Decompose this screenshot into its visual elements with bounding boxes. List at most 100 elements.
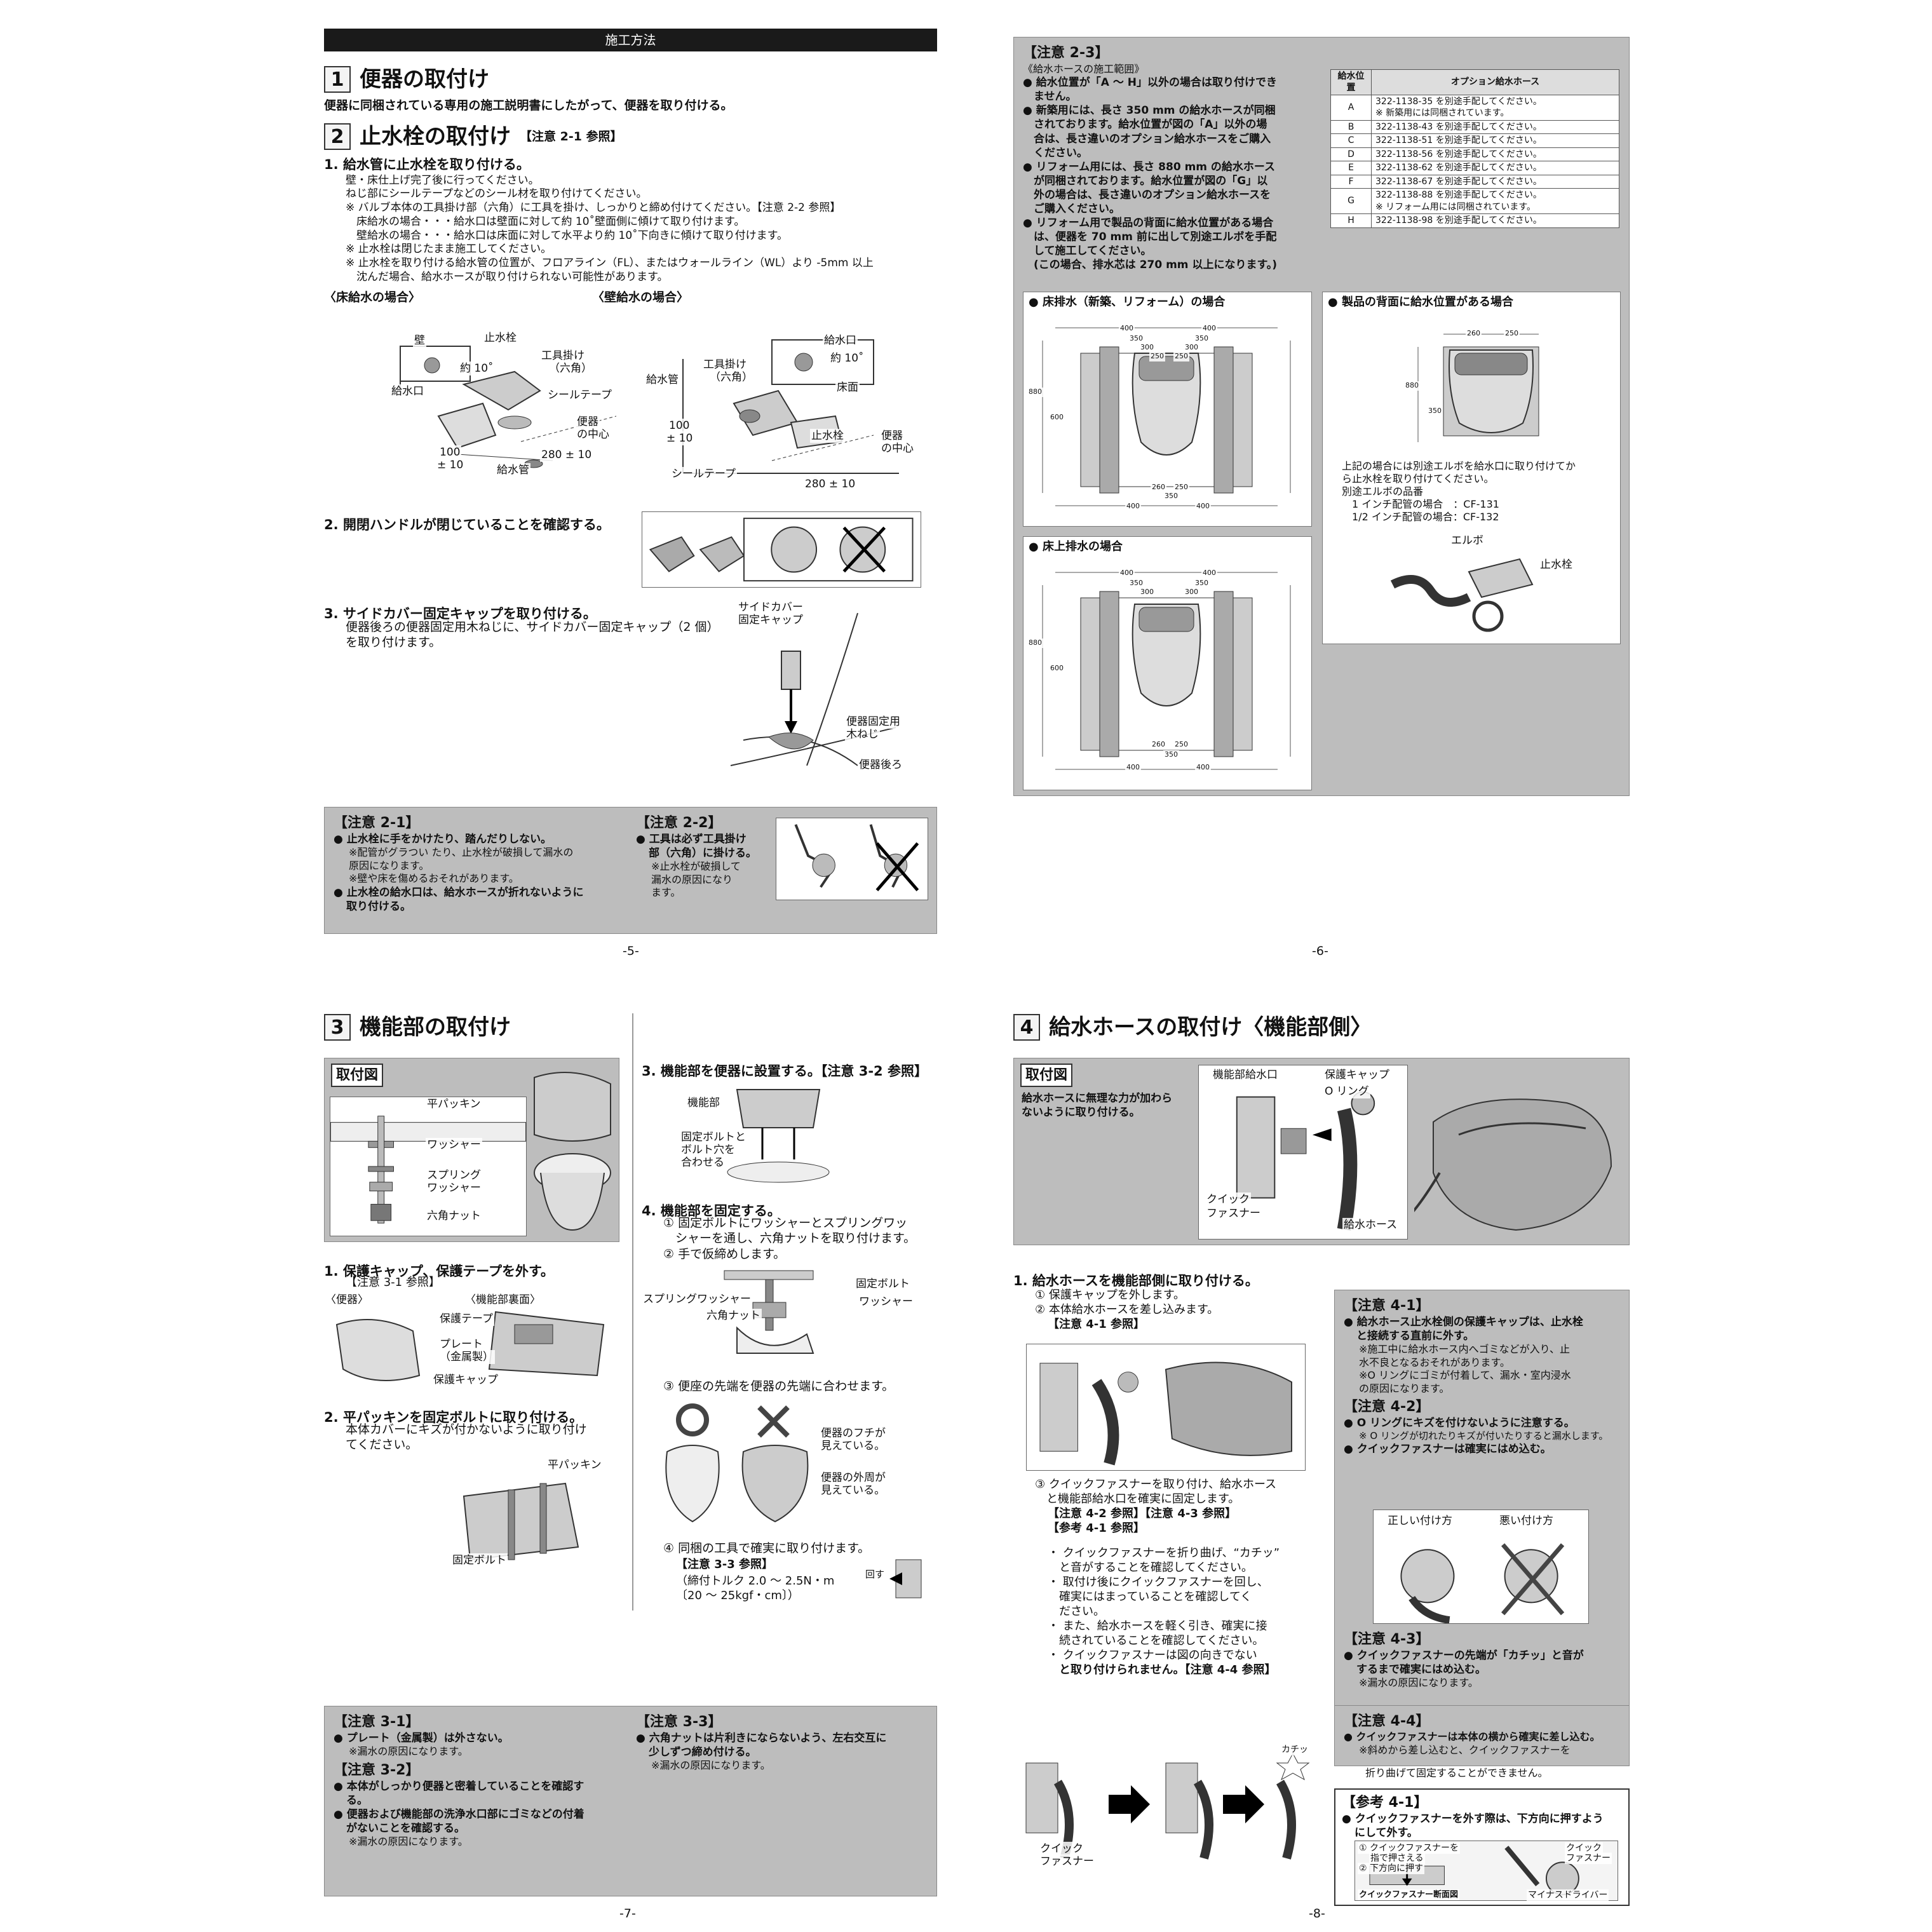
page-number: -7- bbox=[619, 1907, 636, 1921]
hose-insert-figure bbox=[1026, 1344, 1306, 1471]
label-outer-visible-2: 見えている。 bbox=[820, 1483, 887, 1498]
note-2-2: 【注意 2-2】 ● 工具は必ず工具掛け 部（六角）に掛ける。 ※止水栓が破損し… bbox=[636, 814, 769, 900]
dim-label: 600 bbox=[1049, 413, 1065, 422]
note-bullet: と接続する直前に外す。 bbox=[1356, 1330, 1475, 1343]
label-plate-metal: （金属製） bbox=[438, 1350, 495, 1365]
label-floor-surface: 床面 bbox=[835, 381, 860, 395]
note-title: 【注意 4-3】 bbox=[1344, 1631, 1430, 1647]
note-bullet: ● 便器および機能部の洗浄水口部にゴミなどの付着 bbox=[334, 1807, 584, 1821]
step-1-body: ① 保護キャップを外します。 ② 本体給水ホースを差し込みます。 【注意 4-1… bbox=[1013, 1288, 1219, 1332]
seat-alignment-figure: 便器のフチが 見えている。 便器の外周が 見えている。 bbox=[654, 1401, 934, 1528]
note-sub: ※配管がグラつい たり、止水栓が破損して漏水の bbox=[349, 846, 574, 859]
table-cell-pos: H bbox=[1330, 213, 1372, 228]
label-dim-100: 100 bbox=[668, 419, 691, 433]
body-line: 別途エルボの品番 bbox=[1342, 485, 1424, 497]
dim-label: 260 bbox=[1151, 740, 1166, 750]
dim-label: 250 bbox=[1173, 483, 1189, 492]
note-bullet: ● 工具は必ず工具掛け bbox=[636, 833, 746, 846]
note-bullet: 取り付ける。 bbox=[346, 900, 411, 913]
step-1-body: 壁・床仕上げ完了後に行ってください。 ねじ部にシールテープなどのシール材を取り付… bbox=[324, 174, 959, 285]
table-cell-hose: 322-1138-43 を別途手配してください。 bbox=[1371, 119, 1619, 135]
note-title: 【参考 4-1】 bbox=[1342, 1795, 1428, 1811]
note-sub: ます。 bbox=[651, 886, 681, 899]
step-1-ref: 【注意 3-1 参照】 bbox=[346, 1276, 440, 1289]
step-2-body: 本体カバーにキズが付かないように取り付け てください。 bbox=[324, 1422, 587, 1453]
dim-label: 400 bbox=[1201, 569, 1217, 578]
body-line: 壁給水の場合・・・給水口は床面に対して水平より約 10˚下向きに傾けて取り付けま… bbox=[346, 229, 788, 242]
note-line: 外の場合は、長さ違いのオプション給水ホースを bbox=[1023, 188, 1271, 201]
step-4-body: ① 固定ボルトにワッシャーとスプリングワッ シャーを通し、六角ナットを取り付けま… bbox=[642, 1215, 915, 1262]
floor-supply-diagram: 壁 止水栓 工具掛け （六角） 約 10˚ 給水口 シールテープ 便器 の中心 … bbox=[388, 331, 616, 478]
note-sub: ※漏水の原因になります。 bbox=[349, 1745, 468, 1758]
label-incorrect: 悪い付け方 bbox=[1498, 1514, 1555, 1529]
label-stop-valve: 止水栓 bbox=[1539, 558, 1574, 572]
note-sub: ※壁や床を傷めるおそれがあります。 bbox=[349, 872, 519, 885]
label-washer: ワッシャー bbox=[426, 1138, 482, 1152]
section-title-text: 止水栓の取付け bbox=[360, 123, 511, 149]
nut-fastening-figure: 固定ボルト スプリングワッシャー ワッシャー 六角ナット bbox=[642, 1264, 934, 1360]
table-cell-hose: 322-1138-88 を別途手配してください。※ リフォーム用には同梱されてい… bbox=[1371, 188, 1619, 215]
bullet-line: ・ クイックファスナーは図の向きでない bbox=[1048, 1649, 1257, 1663]
label-hex-nut: 六角ナット bbox=[426, 1209, 482, 1224]
label-press-1: ① クイックファスナーを bbox=[1358, 1842, 1461, 1854]
body-line: 1 インチ配管の場合 ：CF-131 bbox=[1342, 498, 1499, 510]
note-bullet: ● クイックファスナーは確実にはめ込む。 bbox=[1344, 1443, 1551, 1456]
dim-label: 400 bbox=[1119, 324, 1135, 334]
body-line: シャーを通し、六角ナットを取り付けます。 bbox=[663, 1231, 916, 1246]
column-divider bbox=[632, 1013, 633, 1611]
tool-illustration bbox=[889, 1559, 922, 1598]
note-3-1: 【注意 3-1】 ● プレート（金属製）は外さない。 ※漏水の原因になります。 … bbox=[334, 1713, 632, 1848]
seat-illustration bbox=[665, 1403, 809, 1523]
body-line: ねじ部にシールテープなどのシール材を取り付けてください。 bbox=[346, 187, 647, 201]
connection-illustration bbox=[1236, 1091, 1375, 1231]
step-4-d-torque: （締付トルク 2.0 ～ 2.5N・m 〔20 ～ 25kgf・cm〕） bbox=[654, 1574, 834, 1603]
table-cell-hose: 322-1138-56 を別途手配してください。 bbox=[1371, 147, 1619, 162]
section-ref: 【注意 2-1 参照】 bbox=[520, 129, 623, 144]
body-line: ② 本体給水ホースを差し込みます。 bbox=[1035, 1303, 1219, 1317]
label-screwdriver: マイナスドライバー bbox=[1527, 1889, 1609, 1902]
label-correct: 正しい付け方 bbox=[1386, 1514, 1454, 1529]
label-wall: 壁 bbox=[413, 334, 426, 348]
label-spring-washer: スプリングワッシャー bbox=[642, 1292, 752, 1307]
label-protect-tape: 保護テープ bbox=[438, 1312, 494, 1327]
dim-label: 260 bbox=[1466, 329, 1482, 339]
bullet-line: ・ また、給水ホースを軽く引き、確実に接 bbox=[1048, 1619, 1267, 1633]
reference-4-1-box: 【参考 4-1】 ● クイックファスナーを外す際は、下方向に押すよう にして外す… bbox=[1334, 1788, 1630, 1906]
bullet-line: 確実にはまっていることを確認してく bbox=[1048, 1590, 1252, 1604]
body-ref: 【注意 4-1 参照】 bbox=[1048, 1318, 1145, 1332]
section-3-title: 3 機能部の取付け bbox=[324, 1013, 959, 1042]
protect-cap-figure: 〈便器〉 〈機能部裏面〉 保護テープ プレート （金属製） 保護キャップ bbox=[324, 1293, 616, 1388]
step-1-heading: 1. 保護キャップ、保護テープを外す。 bbox=[324, 1264, 554, 1279]
note-bullet: ● 本体がしっかり便器と密着していることを確認す bbox=[334, 1780, 584, 1793]
dim-label: 880 bbox=[1404, 381, 1420, 391]
note-2-3-box: 【注意 2-3】 《給水ホースの施工範囲》 ● 給水位置が「A ～ H」以外の場… bbox=[1013, 37, 1630, 796]
label-fastener: ファスナー bbox=[1205, 1206, 1262, 1221]
label-tool-hook: 工具掛け bbox=[702, 358, 748, 372]
label-seal-tape: シールテープ bbox=[546, 388, 613, 403]
note-sub: ※止水栓が破損して bbox=[651, 860, 741, 873]
note-line: が同梱されております。給水位置が図の「G」以 bbox=[1023, 174, 1268, 187]
note-bullet: にして外す。 bbox=[1354, 1827, 1418, 1840]
table-cell-hose: 322-1138-62 を別途手配してください。 bbox=[1371, 161, 1619, 175]
note-line: ● 新築用には、長さ 350 mm の給水ホースが同梱 bbox=[1023, 104, 1276, 118]
body-line: ※ バルブ本体の工具掛け部（六角）に工具を掛け、しっかりと締め付けてください。【… bbox=[346, 201, 841, 215]
section-1-title: 1 便器の取付け bbox=[324, 65, 959, 94]
body-line: 便器後ろの便器固定用木ねじに、サイドカバー固定キャップ（2 個） bbox=[346, 620, 719, 634]
label-quick: クイック bbox=[1039, 1842, 1084, 1856]
panel-floor-drain: ● 床排水（新築、リフォーム）の場合 400 400 350 350 300 3… bbox=[1023, 292, 1312, 527]
label-rim-visible-2: 見えている。 bbox=[820, 1439, 887, 1454]
label-quick: クイック bbox=[1205, 1192, 1251, 1207]
page-5: 施工方法 1 便器の取付け 便器に同梱されている専用の施工説明書にしたがって、便… bbox=[324, 29, 959, 958]
body-line: と機能部給水口を確実に固定します。 bbox=[1035, 1492, 1240, 1506]
dim-label: 400 bbox=[1201, 324, 1217, 334]
side-cover-cap-figure: サイドカバー 固定キャップ 便器固定用 木ねじ 便器後ろ bbox=[731, 600, 934, 778]
note-title: 【注意 4-2】 bbox=[1344, 1399, 1430, 1415]
panel-back-supply: ● 製品の背面に給水位置がある場合 260 250 880 350 上記の場合に… bbox=[1322, 292, 1621, 644]
body-line: 1/2 インチ配管の場合：CF-132 bbox=[1342, 511, 1499, 523]
note-sub: ※漏水の原因になります。 bbox=[349, 1835, 468, 1848]
note-bullet: ● クイックファスナーの先端が「カチッ」と音が bbox=[1344, 1649, 1584, 1663]
table-header: 給水位置 bbox=[1330, 69, 1372, 95]
page-header: 施工方法 bbox=[324, 29, 937, 51]
